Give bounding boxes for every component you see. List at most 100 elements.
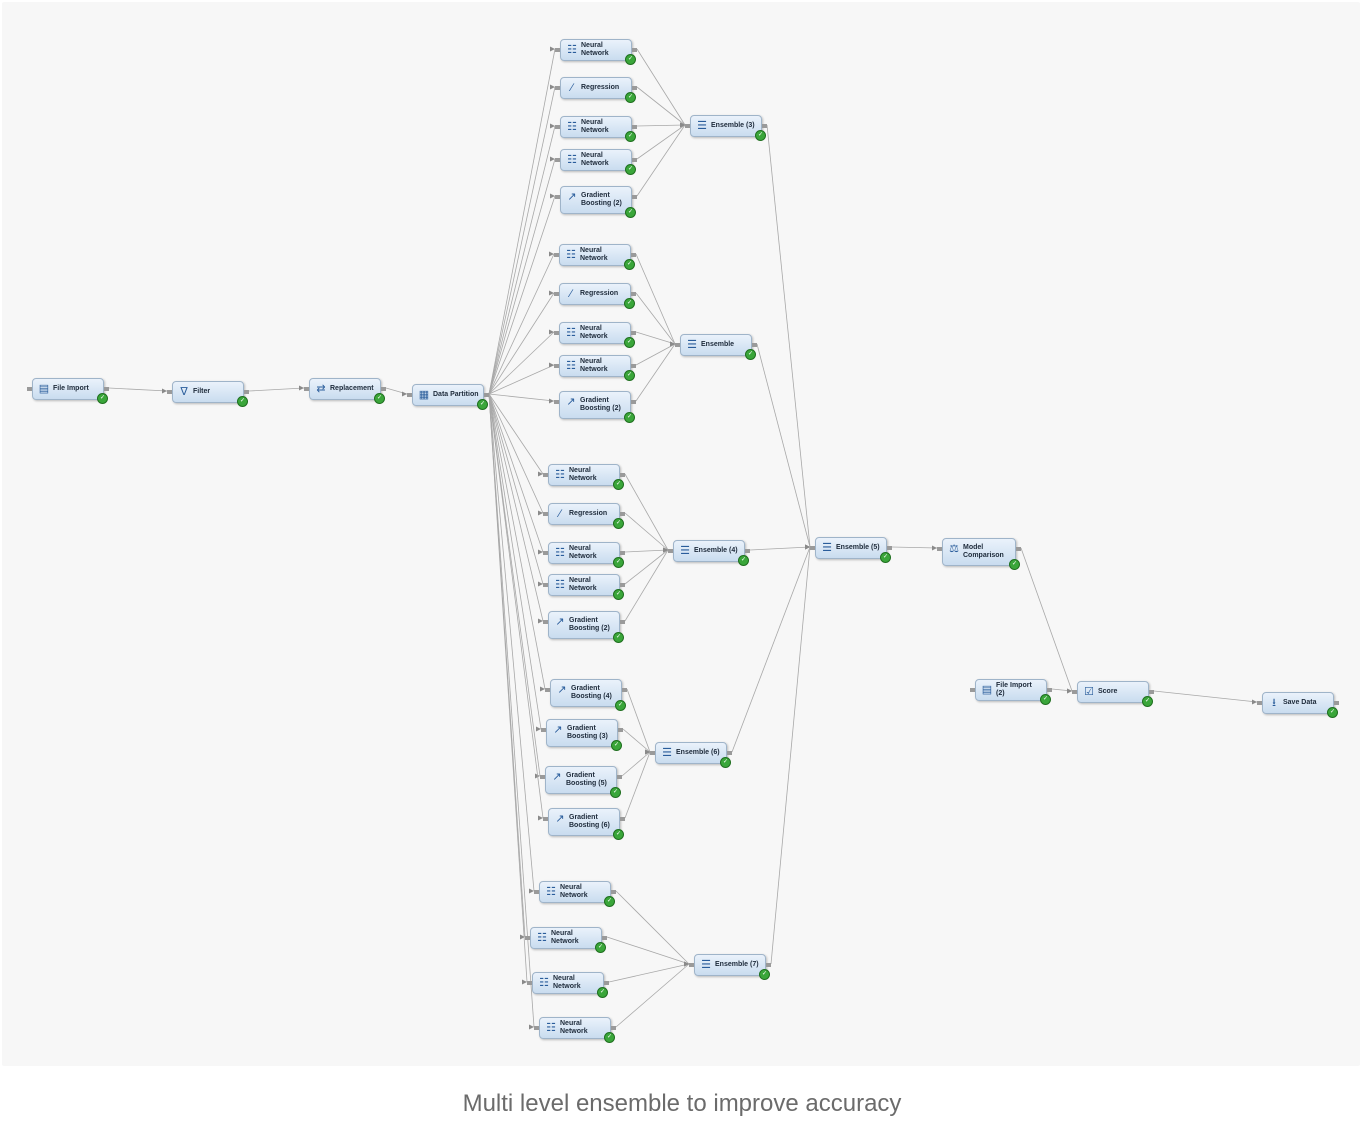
output-port[interactable] — [631, 331, 636, 335]
input-port[interactable] — [543, 512, 548, 516]
node-g5-nn2[interactable]: ☷Neural Network✓ — [525, 927, 607, 953]
output-port[interactable] — [632, 125, 637, 129]
node-ens-b[interactable]: ☰Ensemble✓ — [675, 334, 757, 360]
output-port[interactable] — [617, 775, 622, 779]
output-port[interactable] — [752, 343, 757, 347]
input-port[interactable] — [534, 1026, 539, 1030]
node-g2-nn3[interactable]: ☷Neural Network✓ — [554, 355, 636, 381]
output-port[interactable] — [622, 688, 627, 692]
output-port[interactable] — [631, 292, 636, 296]
node-g3-nn2[interactable]: ☷Neural Network✓ — [543, 542, 625, 568]
input-port[interactable] — [543, 473, 548, 477]
node-g5-nn4[interactable]: ☷Neural Network✓ — [534, 1017, 616, 1043]
node-g3-reg[interactable]: ∕Regression✓ — [543, 503, 625, 529]
output-port[interactable] — [620, 583, 625, 587]
node-file-import2[interactable]: ▤File Import (2)✓ — [970, 679, 1052, 705]
input-port[interactable] — [685, 124, 690, 128]
input-port[interactable] — [689, 963, 694, 967]
input-port[interactable] — [675, 343, 680, 347]
input-port[interactable] — [554, 331, 559, 335]
output-port[interactable] — [887, 546, 892, 550]
output-port[interactable] — [762, 124, 767, 128]
output-port[interactable] — [631, 400, 636, 404]
node-file-import[interactable]: ▤File Import✓ — [27, 378, 109, 404]
node-g2-reg[interactable]: ∕Regression✓ — [554, 283, 636, 309]
input-port[interactable] — [27, 387, 32, 391]
output-port[interactable] — [620, 512, 625, 516]
output-port[interactable] — [1016, 547, 1021, 551]
node-score[interactable]: ☑Score✓ — [1072, 681, 1154, 707]
node-g1-gb[interactable]: ↗Gradient Boosting (2)✓ — [555, 186, 637, 218]
input-port[interactable] — [545, 688, 550, 692]
output-port[interactable] — [1149, 690, 1154, 694]
output-port[interactable] — [631, 253, 636, 257]
output-port[interactable] — [611, 1026, 616, 1030]
node-g2-gb[interactable]: ↗Gradient Boosting (2)✓ — [554, 391, 636, 423]
node-g4-gb3[interactable]: ↗Gradient Boosting (5)✓ — [540, 766, 622, 798]
output-port[interactable] — [604, 981, 609, 985]
output-port[interactable] — [632, 86, 637, 90]
node-g4-gb4[interactable]: ↗Gradient Boosting (6)✓ — [543, 808, 625, 840]
node-g1-nn1[interactable]: ☷Neural Network✓ — [555, 39, 637, 65]
node-ens-a[interactable]: ☰Ensemble (3)✓ — [685, 115, 767, 141]
node-ens-e[interactable]: ☰Ensemble (7)✓ — [689, 954, 771, 980]
input-port[interactable] — [525, 936, 530, 940]
node-replacement[interactable]: ⇄Replacement✓ — [304, 378, 386, 404]
input-port[interactable] — [668, 549, 673, 553]
input-port[interactable] — [554, 364, 559, 368]
node-ens-d[interactable]: ☰Ensemble (6)✓ — [650, 742, 732, 768]
output-port[interactable] — [1334, 701, 1339, 705]
output-port[interactable] — [618, 728, 623, 732]
input-port[interactable] — [555, 48, 560, 52]
node-ens-c[interactable]: ☰Ensemble (4)✓ — [668, 540, 750, 566]
node-g5-nn3[interactable]: ☷Neural Network✓ — [527, 972, 609, 998]
output-port[interactable] — [632, 158, 637, 162]
node-g1-nn2[interactable]: ☷Neural Network✓ — [555, 116, 637, 142]
input-port[interactable] — [555, 86, 560, 90]
node-g3-gb[interactable]: ↗Gradient Boosting (2)✓ — [543, 611, 625, 643]
output-port[interactable] — [632, 48, 637, 52]
output-port[interactable] — [104, 387, 109, 391]
output-port[interactable] — [244, 390, 249, 394]
output-port[interactable] — [620, 551, 625, 555]
output-port[interactable] — [745, 549, 750, 553]
output-port[interactable] — [631, 364, 636, 368]
input-port[interactable] — [540, 775, 545, 779]
node-g3-nn3[interactable]: ☷Neural Network✓ — [543, 574, 625, 600]
input-port[interactable] — [970, 688, 975, 692]
node-g3-nn1[interactable]: ☷Neural Network✓ — [543, 464, 625, 490]
input-port[interactable] — [543, 551, 548, 555]
input-port[interactable] — [810, 546, 815, 550]
input-port[interactable] — [543, 817, 548, 821]
node-save-data[interactable]: ⭳Save Data✓ — [1257, 692, 1339, 718]
output-port[interactable] — [727, 751, 732, 755]
input-port[interactable] — [534, 890, 539, 894]
output-port[interactable] — [620, 473, 625, 477]
input-port[interactable] — [554, 292, 559, 296]
input-port[interactable] — [554, 253, 559, 257]
node-g5-nn1[interactable]: ☷Neural Network✓ — [534, 881, 616, 907]
node-g1-nn3[interactable]: ☷Neural Network✓ — [555, 149, 637, 175]
node-g2-nn1[interactable]: ☷Neural Network✓ — [554, 244, 636, 270]
output-port[interactable] — [611, 890, 616, 894]
node-model-comparison[interactable]: ⚖Model Comparison✓ — [937, 538, 1021, 570]
input-port[interactable] — [167, 390, 172, 394]
node-ens-final[interactable]: ☰Ensemble (5)✓ — [810, 537, 892, 563]
input-port[interactable] — [304, 387, 309, 391]
output-port[interactable] — [620, 817, 625, 821]
output-port[interactable] — [632, 195, 637, 199]
output-port[interactable] — [1047, 688, 1052, 692]
input-port[interactable] — [541, 728, 546, 732]
input-port[interactable] — [543, 583, 548, 587]
node-filter[interactable]: ∇Filter✓ — [167, 381, 249, 407]
input-port[interactable] — [937, 547, 942, 551]
node-data-partition[interactable]: ▦Data Partition✓ — [407, 384, 489, 410]
input-port[interactable] — [1072, 690, 1077, 694]
output-port[interactable] — [602, 936, 607, 940]
output-port[interactable] — [620, 620, 625, 624]
node-g4-gb2[interactable]: ↗Gradient Boosting (3)✓ — [541, 719, 623, 751]
output-port[interactable] — [484, 393, 489, 397]
input-port[interactable] — [1257, 701, 1262, 705]
input-port[interactable] — [555, 125, 560, 129]
input-port[interactable] — [407, 393, 412, 397]
